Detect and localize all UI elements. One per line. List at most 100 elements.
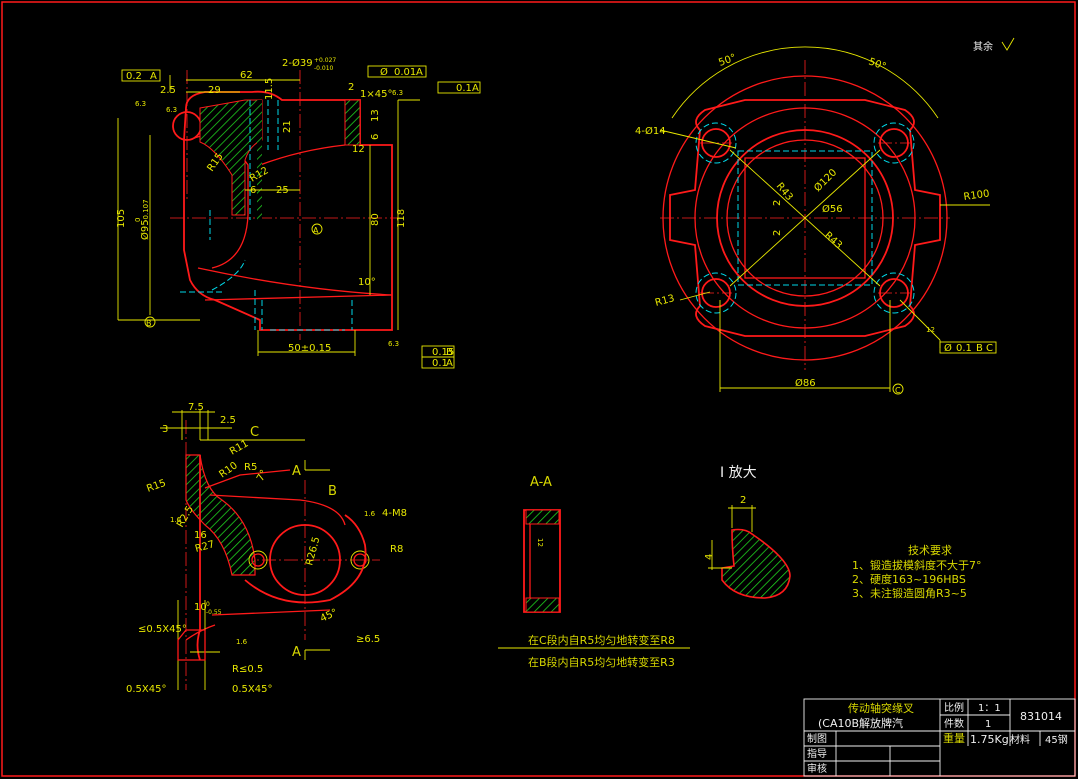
fv-datum-b: B (146, 319, 152, 328)
fv-parallel-tol: 0.2 (126, 71, 142, 82)
fv-pos-symbol: Ø (380, 66, 388, 78)
tv-datum-c2: C (986, 343, 993, 354)
fv-dim-80: 80 (370, 213, 381, 226)
tech-req-title: 技术要求 (908, 544, 952, 557)
sv-dim-7-5: 7.5 (188, 402, 204, 413)
material-label: 材料 (1010, 733, 1030, 746)
sv-dim-3: 3 (162, 424, 168, 435)
sv-dim-6-5: ≥6.5 (356, 634, 380, 645)
scale-value: 1：1 (978, 703, 1001, 714)
tv-angle-50-left: 50° (717, 52, 737, 68)
sv-thread: 4-M8 (382, 508, 407, 519)
fv-dim-29: 29 (208, 85, 221, 96)
fv-angle-10: 10° (358, 277, 376, 288)
fv-datum-b2: B (446, 347, 453, 358)
fv-dim-2: 2 (348, 82, 354, 93)
fv-tol-neg: -0.107 (142, 199, 150, 222)
fv-dim-50: 50±0.15 (288, 343, 331, 354)
fv-dim-6b: 6 (250, 185, 256, 196)
tv-datum-c: C (895, 386, 901, 395)
detail-i: I 放大 2 4 (704, 465, 791, 599)
fv-datum-a2: A (416, 67, 423, 78)
qty-label: 件数 (944, 717, 964, 730)
fv-dim-105: 105 (116, 209, 127, 228)
fv-rough-4: 6.3 (388, 340, 399, 348)
sv-dim-10: 10 (194, 602, 207, 613)
sv-angle-7: 7° (255, 468, 270, 483)
rest-roughness-label: 其余 (973, 40, 993, 53)
checked-by: 审核 (807, 762, 827, 775)
technical-requirements: 技术要求 1、锻造拔模斜度不大于7° 2、硬度163~196HBS 3、未注锻造… (852, 544, 982, 600)
vehicle-model: (CA10B解放牌汽 (818, 716, 903, 730)
sv-label-c: C (250, 425, 259, 440)
guided-by: 指导 (807, 747, 827, 760)
section-aa: A-A 12 在C段内自R5均匀地转变至R8 在B段内自R5均匀地转变至R3 (498, 475, 690, 669)
sv-section-a-top: A (292, 464, 301, 479)
section-aa-label: A-A (530, 475, 552, 490)
sv-r5: R5 (244, 462, 257, 473)
sv-label-b: B (328, 484, 337, 499)
tv-r100: R100 (963, 188, 990, 203)
sv-tol-neg: -0.55 (206, 609, 222, 616)
fv-perp-tol: 0.1 (432, 358, 448, 369)
sv-chamfer-3: 0.5X45° (232, 684, 272, 695)
fv-datum-a: A (313, 226, 319, 235)
drawing-number: 831014 (1020, 710, 1062, 723)
fv-chamfer: 1×45° (360, 89, 392, 100)
fv-dim-2-5: 2.5 (160, 85, 176, 96)
fv-datum-a3: A (472, 83, 479, 94)
fv-tol-0: 0 (134, 218, 142, 222)
fv-dim-21: 21 (282, 120, 293, 133)
fv-rough-1: 6.3 (392, 89, 403, 97)
fv-dim-12: 12 (352, 144, 365, 155)
title-block: 传动轴突缘叉 (CA10B解放牌汽 比例 1：1 件数 1 831014 重量 … (803, 698, 1076, 777)
detail-i-label: I 放大 (720, 465, 757, 481)
note-c-transition: 在C段内自R5均匀地转变至R8 (528, 633, 675, 647)
tv-angle-50-right: 50° (867, 56, 887, 72)
material-value: 45钢 (1045, 733, 1068, 746)
sv-radius-max: R≤0.5 (232, 664, 263, 675)
tv-datum-b: B (976, 343, 983, 354)
top-view: 50° 50° 4-Ø14 R43 Ø120 2 2 Ø56 R43 R100 … (635, 46, 997, 395)
tv-holes: 4-Ø14 (635, 125, 666, 137)
fv-pos-tol: 0.01 (394, 67, 416, 78)
fv-tol-lower: -0.010 (314, 65, 334, 72)
fv-rough-3: 6.3 (166, 106, 177, 114)
weight-label: 重量 (943, 731, 965, 745)
sv-r8: R8 (390, 544, 403, 555)
tv-r13: R13 (654, 293, 676, 309)
sv-r27: R27 (194, 539, 216, 555)
tv-d120: Ø120 (812, 167, 840, 195)
tv-d56: Ø56 (822, 203, 843, 215)
fv-dim-62: 62 (240, 70, 253, 81)
sv-r11: R11 (228, 438, 251, 457)
fv-tol-upper: +0.027 (314, 57, 336, 64)
tech-req-item-1: 1、锻造拔模斜度不大于7° (852, 558, 982, 572)
sv-r10: R10 (217, 460, 239, 480)
sv-chamfer-1: ≤0.5X45° (138, 624, 187, 635)
fv-dim-d95: Ø95 (139, 219, 151, 240)
sv-rough-2: 1.6 (236, 638, 248, 646)
qty-value: 1 (985, 719, 991, 730)
sv-rough-1: 1.6 (170, 516, 182, 524)
sv-section-a-bottom: A (292, 645, 301, 660)
sv-rough-3: 1.6 (364, 510, 376, 518)
front-view: 0.2 A 2.5 29 62 2-Ø39 +0.027 -0.010 Ø 0.… (116, 57, 481, 369)
fv-dim-11-5: 11.5 (264, 78, 275, 100)
fv-datum-a4: A (446, 358, 453, 369)
note-b-transition: 在B段内自R5均匀地转变至R3 (528, 655, 675, 669)
fv-dim-13: 13 (370, 109, 381, 122)
fv-dim-25: 25 (276, 185, 289, 196)
side-view: 7.5 2.5 3 C R11 R5 R10 7° R15 A A B 4-M8… (126, 402, 407, 695)
tv-pos-tol: 0.1 (956, 343, 972, 354)
sv-tol-0: 0 (206, 601, 210, 608)
tv-d86: Ø86 (795, 377, 816, 389)
tv-rough: 12 (926, 326, 935, 334)
fv-rough-2: 6.3 (135, 100, 146, 108)
fv-dim-6a: 6 (370, 134, 381, 140)
part-name: 传动轴突缘叉 (848, 701, 914, 715)
roughness-icon (1001, 37, 1015, 51)
sv-dim-2-5: 2.5 (220, 415, 236, 426)
sv-r26-5: R26.5 (304, 536, 322, 567)
